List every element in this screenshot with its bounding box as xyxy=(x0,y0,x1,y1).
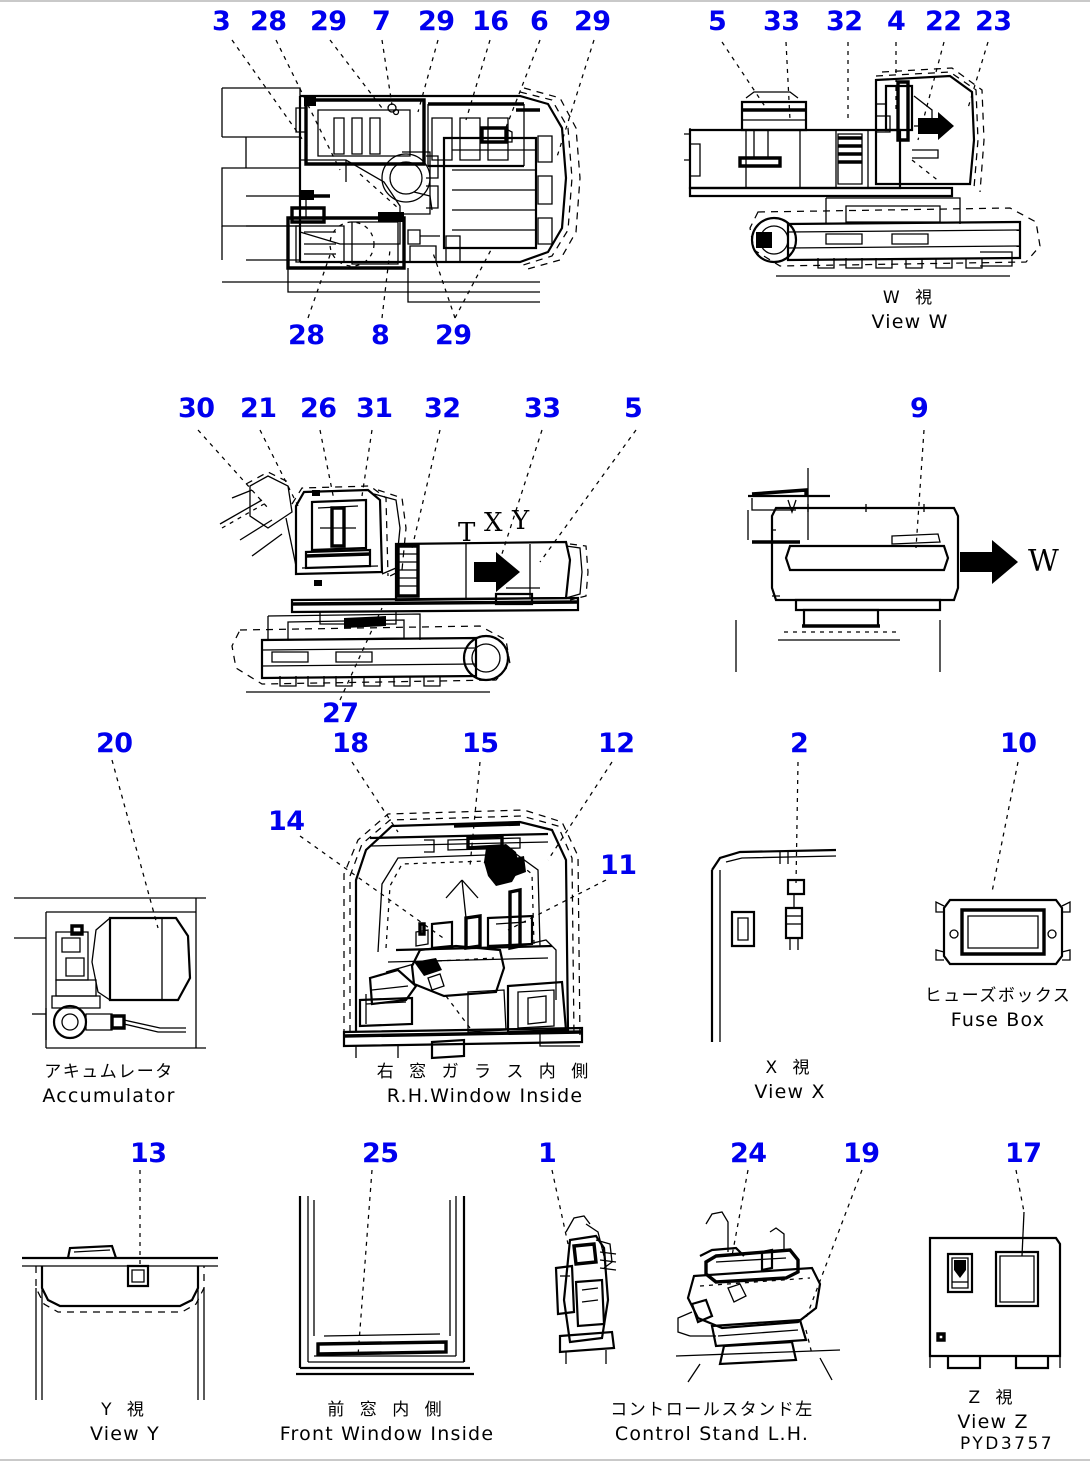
caption-view-y-en: View Y xyxy=(90,1422,160,1445)
caption-view-y-jp: Y 視 xyxy=(101,1400,149,1420)
callout-33-b: 33 xyxy=(524,393,561,424)
caption-fuse-box-jp: ヒューズボックス xyxy=(924,986,1072,1006)
callout-1: 1 xyxy=(538,1138,557,1169)
callout-22: 22 xyxy=(925,6,962,37)
view-marker-t: T xyxy=(458,518,476,548)
caption-view-z-en: View Z xyxy=(957,1410,1029,1433)
callout-33-a: 33 xyxy=(763,6,800,37)
panel-side-view xyxy=(197,429,637,701)
caption-view-x-jp: X 視 xyxy=(765,1058,815,1078)
caption-accumulator-jp: アキュムレータ xyxy=(44,1062,174,1082)
callout-14: 14 xyxy=(268,806,305,837)
callout-18: 18 xyxy=(332,728,369,759)
panel-view-y xyxy=(22,1170,218,1400)
callout-4: 4 xyxy=(887,6,906,37)
panel-control-stand-lh xyxy=(675,1169,863,1383)
view-marker-y: Y xyxy=(512,506,530,536)
caption-view-z: Z 視 View Z xyxy=(908,1388,1078,1434)
callout-3: 3 xyxy=(212,6,231,37)
caption-fuse-box: ヒューズボックス Fuse Box xyxy=(908,986,1088,1032)
caption-fuse-box-en: Fuse Box xyxy=(950,1008,1046,1031)
panel-rear-view xyxy=(735,429,1018,672)
caption-rh-window-inside-jp: 右 窓 ガ ラ ス 内 側 xyxy=(376,1062,594,1082)
panel-view-x xyxy=(710,761,837,1042)
caption-view-y: Y 視 View Y xyxy=(30,1400,220,1446)
caption-view-w-en: View W xyxy=(871,310,949,333)
callout-28-a: 28 xyxy=(250,6,287,37)
callout-11: 11 xyxy=(600,850,637,881)
callout-9: 9 xyxy=(910,393,929,424)
panel-top-view xyxy=(221,39,595,319)
callout-5-a: 5 xyxy=(708,6,727,37)
panel-rh-window-inside xyxy=(299,761,613,1060)
panel-view-z xyxy=(928,1169,1062,1370)
callout-21: 21 xyxy=(240,393,277,424)
caption-view-w-jp: W 視 xyxy=(882,288,938,308)
caption-rh-window-inside: 右 窓 ガ ラ ス 内 側 R.H.Window Inside xyxy=(340,1062,630,1108)
panel-fuse-box xyxy=(935,761,1071,966)
view-marker-x: X xyxy=(484,508,503,538)
caption-rh-window-inside-en: R.H.Window Inside xyxy=(386,1084,584,1107)
callout-13: 13 xyxy=(130,1138,167,1169)
callout-29-c: 29 xyxy=(574,6,611,37)
callout-7: 7 xyxy=(372,6,391,37)
callout-29-a: 29 xyxy=(310,6,347,37)
caption-view-x: X 視 View X xyxy=(700,1058,880,1104)
caption-view-w: W 視 View W xyxy=(790,288,1030,334)
callout-16: 16 xyxy=(472,6,509,37)
callout-2: 2 xyxy=(790,728,809,759)
drawing-code: PYD3757 xyxy=(960,1434,1055,1454)
caption-control-stand-lh-en: Control Stand L.H. xyxy=(614,1422,810,1445)
caption-view-z-jp: Z 視 xyxy=(968,1388,1018,1408)
callout-10: 10 xyxy=(1000,728,1037,759)
panel-control-stand-single xyxy=(551,1169,617,1364)
callout-29-d: 29 xyxy=(435,320,472,351)
callout-30: 30 xyxy=(178,393,215,424)
sheet-top-rule xyxy=(0,0,1090,2)
callout-32-b: 32 xyxy=(424,393,461,424)
callout-25: 25 xyxy=(362,1138,399,1169)
callout-15: 15 xyxy=(462,728,499,759)
view-marker-w: W xyxy=(1028,544,1059,579)
callout-12: 12 xyxy=(598,728,635,759)
caption-front-window-inside-en: Front Window Inside xyxy=(279,1422,495,1445)
callout-17: 17 xyxy=(1005,1138,1042,1169)
callout-8: 8 xyxy=(371,320,390,351)
caption-control-stand-lh-jp: コントロールスタンド左 xyxy=(610,1400,814,1420)
caption-control-stand-lh: コントロールスタンド左 Control Stand L.H. xyxy=(578,1400,846,1446)
callout-20: 20 xyxy=(96,728,133,759)
callout-29-b: 29 xyxy=(418,6,455,37)
callout-28-b: 28 xyxy=(288,320,325,351)
callout-31: 31 xyxy=(356,393,393,424)
caption-accumulator-en: Accumulator xyxy=(42,1084,176,1107)
caption-front-window-inside-jp: 前 窓 内 側 xyxy=(327,1400,447,1420)
callout-32-a: 32 xyxy=(826,6,863,37)
caption-front-window-inside: 前 窓 内 側 Front Window Inside xyxy=(252,1400,522,1446)
callout-26: 26 xyxy=(300,393,337,424)
callout-27: 27 xyxy=(322,698,359,729)
panel-view-w xyxy=(684,41,1041,277)
callout-19: 19 xyxy=(843,1138,880,1169)
panel-front-window-inside xyxy=(296,1169,474,1376)
panel-accumulator xyxy=(14,759,206,1049)
callout-6: 6 xyxy=(530,6,549,37)
sheet-bottom-rule xyxy=(0,1459,1090,1461)
caption-view-x-en: View X xyxy=(754,1080,826,1103)
callout-5-b: 5 xyxy=(624,393,643,424)
callout-23: 23 xyxy=(975,6,1012,37)
callout-24: 24 xyxy=(730,1138,767,1169)
caption-accumulator: アキュムレータ Accumulator xyxy=(0,1062,218,1108)
